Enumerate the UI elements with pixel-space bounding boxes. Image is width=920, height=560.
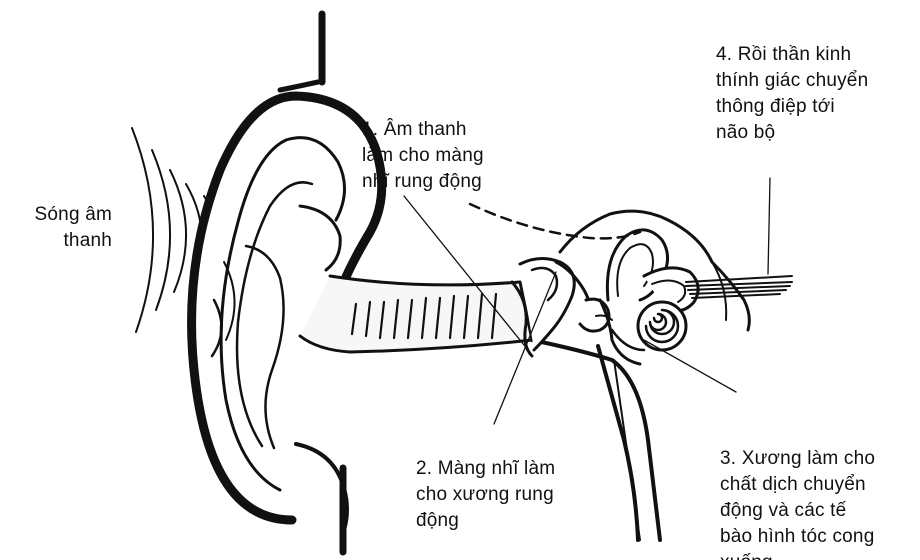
- step-2-label: 2. Màng nhĩ làm cho xương rung động: [416, 456, 555, 534]
- step-4-label: 4. Rồi thần kinh thính giác chuyển thông…: [716, 42, 868, 146]
- step-1-line: nhĩ rung động: [362, 169, 484, 195]
- step-1-label: 1. Âm thanh làm cho màng nhĩ rung động: [362, 117, 484, 195]
- step-2-line: 2. Màng nhĩ làm: [416, 456, 555, 482]
- step-2-line: cho xương rung: [416, 482, 555, 508]
- step-2-line: động: [416, 508, 555, 534]
- sound-waves-label-line: thanh: [8, 228, 112, 254]
- sound-waves-label: Sóng âm thanh: [8, 202, 112, 254]
- step-3-line: chất dịch chuyển: [720, 472, 875, 498]
- step-4-line: thính giác chuyển: [716, 68, 868, 94]
- step-3-label: 3. Xương làm cho chất dịch chuyển động v…: [720, 446, 875, 560]
- step-4-line: thông điệp tới: [716, 94, 868, 120]
- ear-canal: [300, 276, 532, 352]
- step-3-line: động và các tế: [720, 498, 875, 524]
- dashed-guide: [470, 204, 640, 238]
- step-3-line: 3. Xương làm cho: [720, 446, 875, 472]
- step-4-line: não bộ: [716, 120, 868, 146]
- step-3-line: bào hình tóc cong: [720, 524, 875, 550]
- sound-waves-label-line: Sóng âm: [8, 202, 112, 228]
- step-1-line: làm cho màng: [362, 143, 484, 169]
- inner-ear: [600, 230, 698, 364]
- step-4-line: 4. Rồi thần kinh: [716, 42, 868, 68]
- step-1-line: 1. Âm thanh: [362, 117, 484, 143]
- step-3-line: xuống: [720, 550, 875, 560]
